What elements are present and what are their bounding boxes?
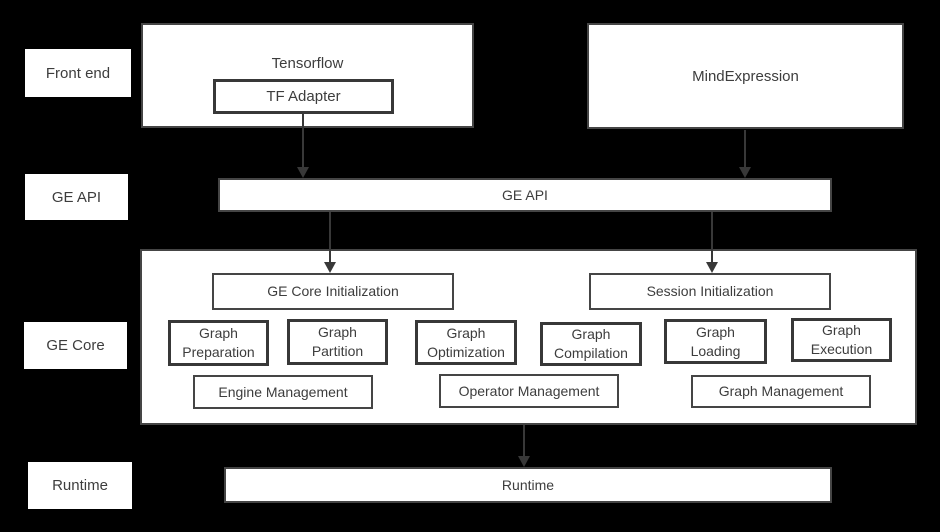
stage-label-line2: Partition: [311, 343, 364, 359]
stage-label-line1: Graph: [822, 322, 861, 338]
arrow-head: [297, 167, 309, 178]
stage-label-line2: Preparation: [182, 344, 255, 360]
graph-loading-box: Graph Loading: [664, 319, 767, 364]
arrow-head: [739, 167, 751, 178]
graph-compilation-box: Graph Compilation: [540, 322, 642, 366]
stage-label-line1: Graph: [318, 324, 357, 340]
arrow-shaft: [523, 425, 525, 456]
arrow-shaft: [711, 212, 713, 262]
layer-label-ge-api: GE API: [25, 174, 128, 220]
arrow-mindexpression-to-ge-api: [739, 130, 751, 178]
graph-preparation-box: Graph Preparation: [168, 320, 269, 366]
arrow-head: [324, 262, 336, 273]
tensorflow-box: Tensorflow TF Adapter: [141, 23, 474, 128]
graph-management-box: Graph Management: [691, 375, 871, 408]
ge-core-initialization-box: GE Core Initialization: [212, 273, 454, 310]
stage-label-line1: Graph: [696, 323, 735, 340]
arrow-head: [706, 262, 718, 273]
engine-management-box: Engine Management: [193, 375, 373, 409]
stage-label-line1: Graph: [571, 326, 611, 342]
arrow-ge-api-to-session-initialization: [706, 212, 718, 273]
arrow-tf-adapter-to-ge-api: [297, 114, 309, 178]
arrow-ge-api-to-ge-core-initialization: [324, 212, 336, 273]
mindexpression-box: MindExpression: [587, 23, 904, 129]
arrow-ge-core-to-runtime: [518, 425, 530, 467]
layer-label-front-end: Front end: [25, 49, 131, 97]
stage-label-line2: Compilation: [554, 345, 628, 361]
operator-management-box: Operator Management: [439, 374, 619, 408]
stage-label-line1: Graph: [199, 325, 238, 341]
arrow-shaft: [302, 114, 304, 167]
graph-optimization-box: Graph Optimization: [415, 320, 517, 365]
arrow-shaft: [744, 130, 746, 167]
arrow-shaft: [329, 212, 331, 262]
ge-api-bar: GE API: [218, 178, 832, 212]
ge-core-box: GE Core Initialization Session Initializ…: [140, 249, 917, 425]
tf-adapter-box: TF Adapter: [213, 79, 394, 114]
graph-partition-box: Graph Partition: [287, 319, 388, 365]
arrow-head: [518, 456, 530, 467]
stage-label-line2: Execution: [810, 341, 873, 357]
session-initialization-box: Session Initialization: [589, 273, 831, 310]
layer-label-runtime: Runtime: [28, 462, 132, 509]
graph-execution-box: Graph Execution: [791, 318, 892, 362]
tensorflow-label: Tensorflow: [271, 55, 344, 72]
layer-label-ge-core: GE Core: [24, 322, 127, 369]
runtime-bar: Runtime: [224, 467, 832, 503]
stage-label-line2: Loading: [690, 342, 741, 359]
stage-label-line2: Optimization: [427, 343, 505, 360]
stage-label-line1: Graph: [446, 324, 486, 341]
